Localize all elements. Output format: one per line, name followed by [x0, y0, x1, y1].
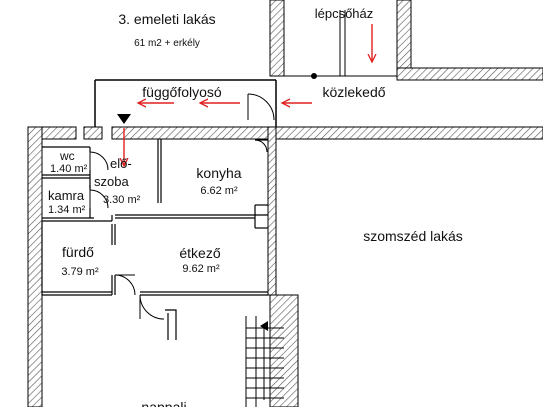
- plan-subtitle: 61 m2 + erkély: [134, 38, 200, 49]
- dining-area: 9.62 m²: [182, 263, 220, 275]
- interior-walls: [41, 139, 268, 340]
- bathroom-area: 3.79 m²: [61, 266, 99, 278]
- pantry-name: kamra: [48, 188, 85, 203]
- plan-title: 3. emeleti lakás: [118, 11, 215, 27]
- wc-area: 1.40 m²: [50, 163, 88, 175]
- corridor-wall: [275, 126, 543, 140]
- kitchen-name: konyha: [196, 165, 241, 181]
- kitchen-area: 6.62 m²: [200, 185, 238, 197]
- hall-area: 3.30 m²: [103, 194, 141, 206]
- escape-route-arrows: [124, 24, 372, 166]
- stairwell-label: lépcsőház: [315, 6, 374, 21]
- door-swings: [89, 93, 275, 320]
- wc-name: wc: [59, 149, 75, 163]
- balcony-corridor-frame: [94, 79, 277, 127]
- living-room-label: nappali: [141, 399, 186, 407]
- hall-name-1: elő-: [110, 156, 132, 171]
- stair-post-icon: [311, 73, 317, 79]
- entrance-triangle-icon: [117, 114, 131, 124]
- balcony-corridor-label: függőfolyosó: [142, 84, 222, 100]
- stairwell-walls: [269, 0, 543, 81]
- corridor-label: közlekedő: [322, 84, 385, 100]
- dining-name: étkező: [179, 245, 220, 261]
- neighbor-flat-label: szomszéd lakás: [363, 228, 463, 244]
- pantry-area: 1.34 m²: [48, 204, 86, 216]
- bathroom-name: fürdő: [62, 244, 94, 260]
- hall-name-2: szoba: [94, 174, 129, 189]
- staircase: [245, 316, 284, 407]
